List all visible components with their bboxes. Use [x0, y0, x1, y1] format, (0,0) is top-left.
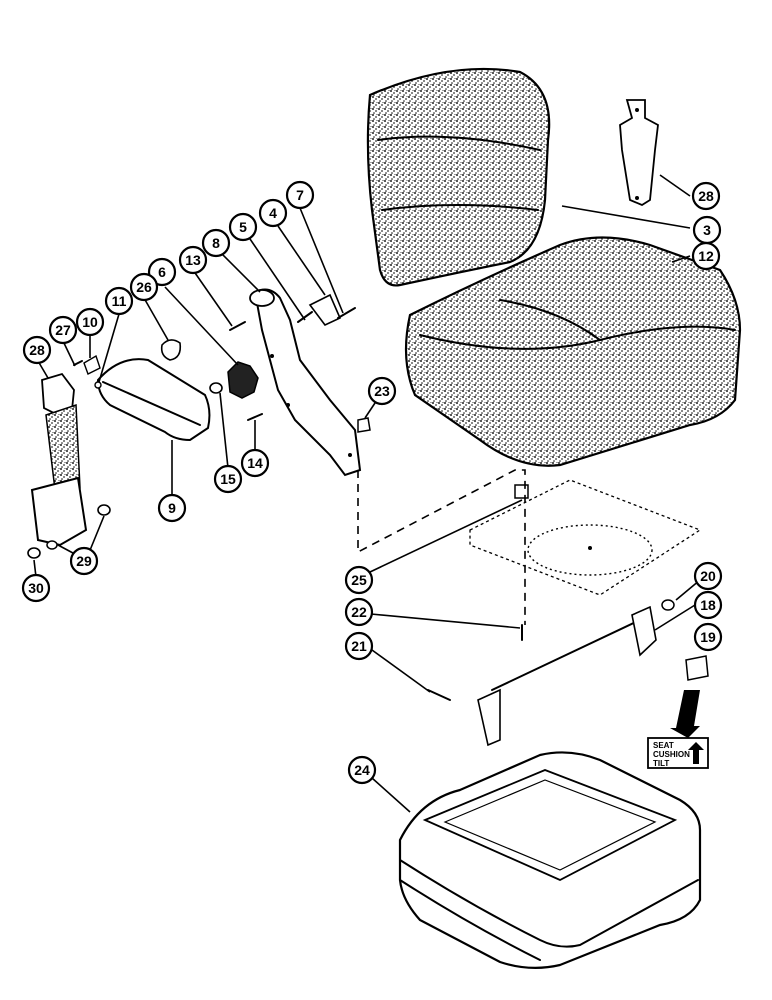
callout-18: 18 — [693, 590, 723, 620]
strap-bracket — [619, 99, 659, 207]
svg-text:24: 24 — [354, 762, 370, 778]
svg-text:22: 22 — [351, 604, 367, 620]
callout-8: 8 — [201, 228, 231, 258]
callout-30: 30 — [21, 573, 51, 603]
svg-text:9: 9 — [168, 500, 176, 516]
callout-19: 19 — [693, 622, 723, 652]
callout-3: 3 — [692, 215, 722, 245]
armrest-pad — [96, 358, 211, 442]
callout-29: 29 — [69, 546, 99, 576]
seat-cushion — [404, 236, 742, 467]
svg-text:28: 28 — [29, 342, 45, 358]
callout-10: 10 — [75, 307, 105, 337]
callout-21: 21 — [344, 631, 374, 661]
decal-line-2: CUSHION — [653, 750, 690, 759]
callout-7: 7 — [285, 180, 315, 210]
decal-line-3: TILT — [653, 759, 669, 768]
svg-text:29: 29 — [76, 553, 92, 569]
svg-text:19: 19 — [700, 629, 716, 645]
adjust-knob — [227, 361, 259, 399]
callout-11: 11 — [104, 286, 134, 316]
svg-text:21: 21 — [351, 638, 367, 654]
svg-text:23: 23 — [374, 383, 390, 399]
callout-24: 24 — [347, 755, 377, 785]
svg-text:10: 10 — [82, 314, 98, 330]
seat-belt-assembly — [27, 372, 111, 559]
svg-text:7: 7 — [296, 187, 304, 203]
suspension-bellows — [398, 751, 702, 969]
callout-13: 13 — [178, 245, 208, 275]
seat-mounting-plate — [469, 479, 702, 596]
svg-text:12: 12 — [698, 248, 714, 264]
callout-26: 26 — [129, 272, 159, 302]
callout-28-bracket: 28 — [691, 181, 721, 211]
leader-lines — [33, 174, 701, 813]
decal-line-1: SEAT — [653, 741, 674, 750]
svg-text:6: 6 — [158, 264, 166, 280]
callout-14: 14 — [240, 448, 270, 478]
callout-20: 20 — [693, 561, 723, 591]
callout-4: 4 — [258, 198, 288, 228]
svg-text:28: 28 — [698, 188, 714, 204]
armrest-bracket — [249, 288, 362, 477]
svg-text:30: 30 — [28, 580, 44, 596]
seat-back-cushion — [366, 67, 551, 287]
callout-25: 25 — [344, 565, 374, 595]
svg-text:8: 8 — [212, 235, 220, 251]
reference-dashed-line — [357, 469, 526, 625]
svg-text:15: 15 — [220, 471, 236, 487]
svg-text:13: 13 — [185, 252, 201, 268]
callout-5: 5 — [228, 212, 258, 242]
svg-text:14: 14 — [247, 455, 263, 471]
callout-27: 27 — [48, 315, 78, 345]
callout-23: 23 — [367, 376, 397, 406]
svg-text:11: 11 — [112, 293, 127, 309]
callout-28-belt: 28 — [22, 335, 52, 365]
callout-6: 6 — [147, 257, 177, 287]
svg-text:3: 3 — [703, 222, 711, 238]
svg-text:18: 18 — [700, 597, 716, 613]
svg-text:4: 4 — [269, 205, 277, 221]
svg-text:27: 27 — [55, 322, 71, 338]
svg-text:25: 25 — [351, 572, 367, 588]
callout-22: 22 — [344, 597, 374, 627]
tilt-rod-assembly — [427, 599, 709, 747]
svg-text:26: 26 — [136, 279, 152, 295]
svg-text:5: 5 — [239, 219, 247, 235]
svg-text:20: 20 — [700, 568, 716, 584]
seat-cushion-tilt-decal: SEAT CUSHION TILT — [647, 690, 709, 769]
callout-12: 12 — [691, 241, 721, 271]
callout-15: 15 — [213, 464, 243, 494]
small-hardware — [73, 293, 371, 433]
callout-9: 9 — [157, 493, 187, 523]
